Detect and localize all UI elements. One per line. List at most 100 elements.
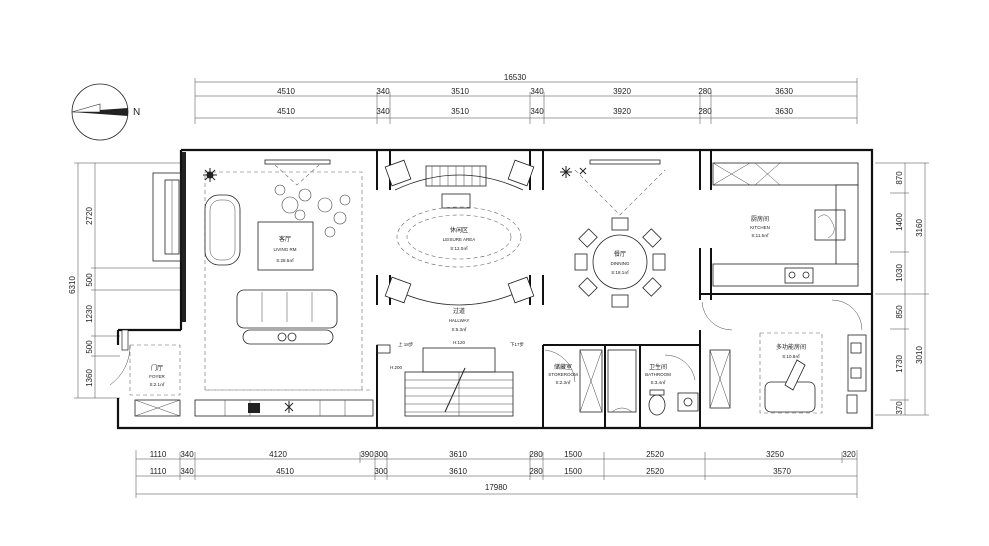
- north-label: N: [133, 107, 140, 118]
- compass: N: [71, 83, 140, 141]
- sink-icon: [814, 209, 846, 241]
- top-row1: 4510 340 3510 340 3920 280 3630: [277, 87, 793, 96]
- dim-label: 4120: [269, 450, 287, 459]
- bathroom: 卫生间 BATHROOM S:3.4㎡: [607, 349, 699, 416]
- foyer-cn: 门厅: [151, 364, 163, 372]
- stair-h120: H:120: [453, 340, 466, 345]
- dim-label: 3570: [773, 467, 791, 476]
- dining-room: 餐厅 DINNING S:18.1㎡: [560, 159, 666, 308]
- dim-label: 4510: [276, 467, 294, 476]
- hallway: 过道 HALLWAY S:5.3㎡ H:120 上 18步 下17步 H:200: [376, 307, 525, 417]
- dim-label: 280: [529, 450, 543, 459]
- storeroom-area: S:2.3㎡: [555, 379, 571, 385]
- dining-en: DINNING: [611, 261, 630, 266]
- bathroom-area: S:3.4㎡: [650, 379, 666, 385]
- right-dimensions: 870 1400 1030 850 1730 370 3160 3010: [875, 162, 929, 416]
- right-total-upper: 3160: [915, 219, 924, 237]
- interior-walls: [376, 150, 872, 428]
- dim-label: 1360: [85, 369, 94, 387]
- dim-label: 340: [376, 87, 390, 96]
- dim-label: 1730: [895, 355, 904, 373]
- bathroom-en: BATHROOM: [645, 372, 671, 377]
- toilet-icon: [648, 394, 666, 416]
- dim-label: 320: [842, 450, 856, 459]
- leisure-en: LEISURE AREA: [443, 237, 476, 242]
- flower-pattern-icon: [274, 184, 351, 238]
- kitchen-cn: 厨房间: [751, 215, 769, 223]
- dim-label: 1230: [85, 305, 94, 323]
- dim-label: 280: [529, 467, 543, 476]
- bottom-total-dim: 17980: [485, 483, 508, 492]
- right-total-lower: 3010: [915, 346, 924, 364]
- kitchen-area: S:11.5㎡: [751, 232, 769, 238]
- dim-label: 2720: [85, 207, 94, 225]
- dim-label: 500: [85, 340, 94, 354]
- upper-counter: [712, 162, 859, 186]
- dim-label: 370: [895, 401, 904, 415]
- leisure-area: 休闲区 LEISURE AREA S:12.0㎡: [384, 159, 535, 306]
- dim-label: 1030: [895, 264, 904, 282]
- plant-icon: [284, 401, 294, 413]
- coffee-table: [257, 221, 314, 271]
- foyer-en: FOYER: [149, 374, 165, 379]
- dim-label: 3630: [775, 87, 793, 96]
- dim-label: 870: [895, 171, 904, 185]
- bathroom-cn: 卫生间: [649, 363, 667, 371]
- top-dimensions: 16530 4510 340 3510 340 3920 280 3630 45…: [194, 73, 858, 124]
- armchair: [204, 194, 241, 266]
- dim-label: 300: [374, 450, 388, 459]
- living-room: 客厅 LIVING RM S:28.5㎡: [194, 159, 374, 417]
- bottom-dimensions: 1110 340 4120 390 300 3610 280 1500 2520…: [135, 450, 858, 498]
- leisure-area-value: S:12.0㎡: [450, 245, 468, 251]
- dim-label: 300: [374, 467, 388, 476]
- bottom-row1: 1110 340 4120 390 300 3610 280 1500 2520…: [150, 450, 857, 459]
- leisure-cn: 休闲区: [450, 226, 468, 234]
- kitchen: 厨房间 KITCHEN S:11.5㎡: [712, 162, 859, 287]
- top-row2: 4510 340 3510 340 3920 280 3630: [277, 107, 793, 116]
- living-room-en: LIVING RM: [273, 247, 296, 252]
- dim-label: 2520: [646, 467, 664, 476]
- kitchen-en: KITCHEN: [750, 225, 770, 230]
- landing: [422, 347, 496, 373]
- living-room-area: S:28.5㎡: [276, 257, 294, 263]
- dim-label: 1500: [564, 467, 582, 476]
- dining-cn: 餐厅: [614, 250, 626, 258]
- shower: [607, 349, 637, 413]
- foyer-area: S:2.1㎡: [149, 381, 165, 387]
- dim-label: 2520: [646, 450, 664, 459]
- dim-label: 340: [530, 107, 544, 116]
- stair-down-label: 下17步: [510, 342, 525, 348]
- stair-h200: H:200: [390, 365, 403, 370]
- window-left: [152, 172, 182, 262]
- side-cabinet: [847, 334, 867, 392]
- dim-label: 3920: [613, 107, 631, 116]
- dim-label: 340: [530, 87, 544, 96]
- exterior-walls: [116, 148, 874, 430]
- bottom-row2: 1110 340 4510 300 3610 280 1500 2520 357…: [150, 467, 792, 476]
- tv-cabinet: [194, 399, 374, 417]
- dim-label: 1500: [564, 450, 582, 459]
- storeroom: 储藏室 STOREROOM S:2.3㎡: [544, 349, 603, 413]
- hallway-en: HALLWAY: [449, 318, 470, 323]
- dim-label: 1400: [895, 213, 904, 231]
- top-ticks: [376, 92, 712, 124]
- dim-label: 850: [895, 305, 904, 319]
- basin-icon: [677, 392, 699, 412]
- storeroom-en: STOREROOM: [548, 372, 578, 377]
- multi-room-area: S:10.8㎡: [782, 353, 800, 359]
- side-counter: [835, 184, 859, 268]
- dim-label: 3630: [775, 107, 793, 116]
- multi-function-room: 多功能房间 S:10.8㎡: [701, 299, 867, 414]
- dim-label: 340: [180, 467, 194, 476]
- living-room-cn: 客厅: [279, 235, 291, 243]
- dim-label: 3610: [449, 467, 467, 476]
- plant-icon: [203, 168, 217, 182]
- storeroom-cn: 储藏室: [554, 363, 572, 371]
- dim-label: 4510: [277, 87, 295, 96]
- dim-label: 280: [698, 87, 712, 96]
- dim-label: 280: [698, 107, 712, 116]
- multi-room-cn: 多功能房间: [776, 343, 806, 351]
- stove-icon: [784, 267, 814, 284]
- stair-arrow-icon: [444, 367, 466, 413]
